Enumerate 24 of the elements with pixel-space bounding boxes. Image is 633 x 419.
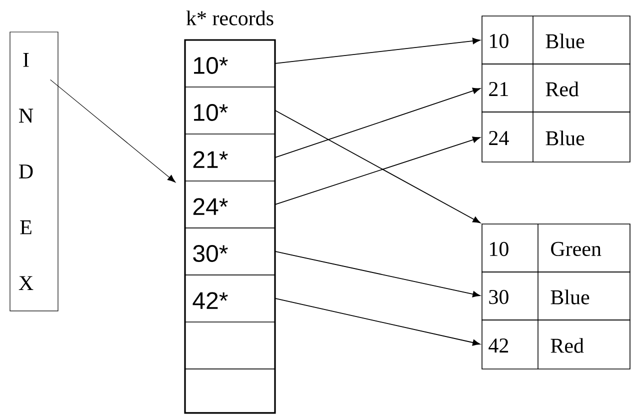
- arrow: [50, 79, 176, 183]
- table-row: 10 Green: [482, 224, 630, 272]
- index-box: I N D E X: [10, 32, 58, 312]
- record-slot: 42*: [184, 274, 276, 322]
- arrow: [274, 251, 480, 298]
- arrow: [274, 88, 480, 158]
- record-slot: [184, 322, 276, 370]
- table-row: 24 Blue: [482, 112, 630, 162]
- table-row: 30 Blue: [482, 272, 630, 320]
- table-row: 10 Blue: [482, 16, 630, 64]
- arrow: [274, 136, 480, 205]
- arrow: [274, 298, 480, 346]
- record-slot: 30*: [184, 228, 276, 276]
- record-slot: 24*: [184, 180, 276, 228]
- table-row: 21 Red: [482, 64, 630, 112]
- table-row: 42 Red: [482, 320, 630, 370]
- column-heading: k* records: [186, 10, 274, 26]
- record-slot: [184, 368, 276, 414]
- arrow: [274, 110, 480, 224]
- record-slot: 10*: [184, 40, 276, 88]
- arrow: [274, 38, 480, 64]
- record-slot: 10*: [184, 86, 276, 134]
- record-column: [184, 39, 276, 414]
- record-slot: 21*: [184, 134, 276, 182]
